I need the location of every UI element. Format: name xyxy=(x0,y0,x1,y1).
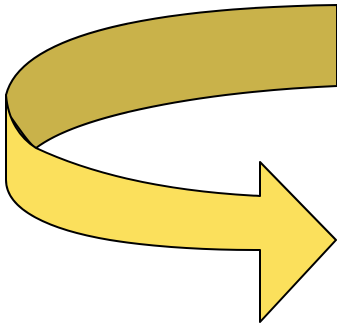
ribbon-inner-face xyxy=(6,5,337,148)
